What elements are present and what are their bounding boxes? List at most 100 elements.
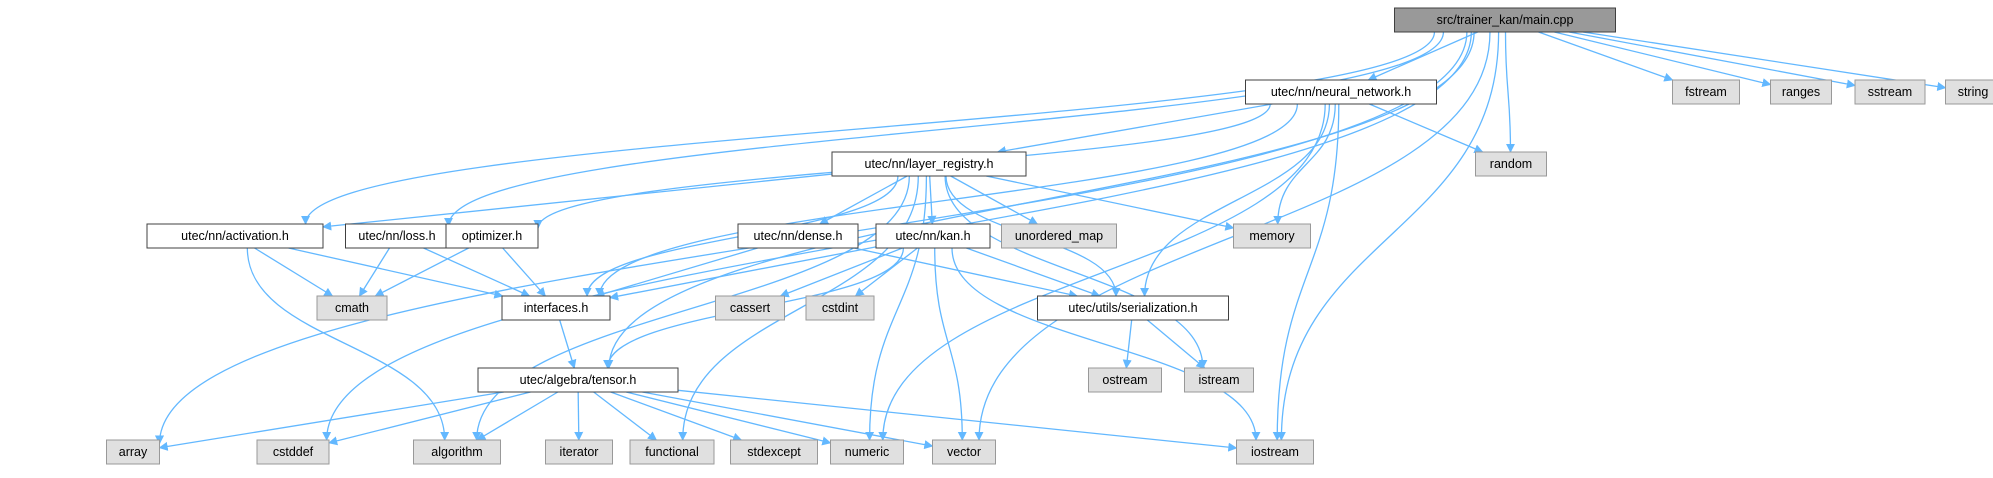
node-label-optimizer: optimizer.h (462, 229, 522, 243)
node-label-kan: utec/nn/kan.h (895, 229, 970, 243)
node-label-ostream: ostream (1102, 373, 1147, 387)
node-optimizer[interactable]: optimizer.h (445, 223, 539, 249)
node-numeric: numeric (830, 439, 904, 465)
nodes-layer: src/trainer_kan/main.cpp utec/nn/neural_n… (106, 7, 1993, 465)
node-label-memory: memory (1249, 229, 1295, 243)
edge-layer_registry-to-numeric (865, 175, 928, 441)
node-main[interactable]: src/trainer_kan/main.cpp (1394, 7, 1616, 33)
node-cstdint: cstdint (805, 295, 875, 321)
node-label-istream: istream (1199, 373, 1240, 387)
edge-main-to-fstream (1538, 31, 1674, 82)
edge-neural_network-to-serialization (1140, 103, 1331, 297)
node-label-unordered_map: unordered_map (1015, 229, 1103, 243)
node-box-optimizer (445, 223, 539, 249)
node-label-main: src/trainer_kan/main.cpp (1437, 13, 1574, 27)
node-label-functional: functional (645, 445, 699, 459)
node-box-main (1394, 7, 1616, 33)
node-dense[interactable]: utec/nn/dense.h (737, 223, 859, 249)
edge-main-to-ranges (1554, 31, 1772, 88)
node-iterator: iterator (545, 439, 613, 465)
edge-activation-to-interfaces (288, 247, 504, 299)
node-unordered_map: unordered_map (1001, 223, 1117, 249)
edge-main-to-random (1504, 31, 1516, 153)
node-box-numeric (830, 439, 904, 465)
node-neural_network[interactable]: utec/nn/neural_network.h (1245, 79, 1437, 105)
node-label-tensor: utec/algebra/tensor.h (520, 373, 637, 387)
node-layer_registry[interactable]: utec/nn/layer_registry.h (831, 151, 1027, 177)
edge-tensor-to-numeric (626, 391, 832, 446)
edge-neural_network-to-memory (1273, 103, 1336, 225)
edge-tensor-to-cstddef (328, 391, 531, 446)
node-label-string: string (1958, 85, 1989, 99)
edge-kan-to-iostream (951, 247, 1261, 441)
edge-loss-to-cmath (358, 247, 391, 297)
edge-layer_registry-to-activation (322, 173, 833, 231)
node-loss[interactable]: utec/nn/loss.h (345, 223, 449, 249)
node-label-vector: vector (947, 445, 981, 459)
node-label-layer_registry: utec/nn/layer_registry.h (865, 157, 994, 171)
node-box-vector (932, 439, 996, 465)
node-label-random: random (1490, 157, 1532, 171)
node-label-loss: utec/nn/loss.h (358, 229, 435, 243)
node-box-stdexcept (730, 439, 818, 465)
node-ostream: ostream (1088, 367, 1162, 393)
node-label-numeric: numeric (845, 445, 889, 459)
node-label-sstream: sstream (1868, 85, 1912, 99)
node-serialization[interactable]: utec/utils/serialization.h (1037, 295, 1229, 321)
node-label-interfaces: interfaces.h (524, 301, 589, 315)
node-tensor[interactable]: utec/algebra/tensor.h (477, 367, 679, 393)
edge-neural_network-to-interfaces (595, 103, 1299, 297)
edge-main-to-sstream (1569, 31, 1856, 89)
node-box-algorithm (413, 439, 501, 465)
node-label-cassert: cassert (730, 301, 771, 315)
edge-tensor-to-iostream (677, 389, 1238, 452)
edge-tensor-to-vector (642, 391, 934, 450)
node-box-layer_registry (831, 151, 1027, 177)
node-kan[interactable]: utec/nn/kan.h (875, 223, 991, 249)
node-box-dense (737, 223, 859, 249)
node-box-neural_network (1245, 79, 1437, 105)
node-box-interfaces (501, 295, 611, 321)
node-vector: vector (932, 439, 996, 465)
edge-kan-to-interfaces (609, 246, 877, 301)
edge-kan-to-vector (934, 247, 967, 441)
node-label-stdexcept: stdexcept (747, 445, 801, 459)
node-interfaces[interactable]: interfaces.h (501, 295, 611, 321)
node-cassert: cassert (715, 295, 785, 321)
edge-layer_registry-to-memory (986, 175, 1235, 231)
node-algorithm: algorithm (413, 439, 501, 465)
node-istream: istream (1184, 367, 1254, 393)
edge-optimizer-to-cmath (374, 247, 469, 297)
edge-optimizer-to-interfaces (502, 247, 546, 297)
node-cstddef: cstddef (256, 439, 330, 465)
edge-layer_registry-to-unordered_map (950, 175, 1039, 225)
node-string: string (1945, 79, 1993, 105)
edge-dense-to-interfaces (595, 247, 758, 299)
node-box-fstream (1672, 79, 1740, 105)
node-activation[interactable]: utec/nn/activation.h (146, 223, 324, 249)
node-label-array: array (119, 445, 148, 459)
node-box-loss (345, 223, 449, 249)
node-label-cstddef: cstddef (273, 445, 314, 459)
edge-kan-to-serialization (966, 247, 1101, 298)
node-box-random (1475, 151, 1547, 177)
edge-tensor-to-algorithm (476, 391, 559, 441)
node-box-kan (875, 223, 991, 249)
edge-tensor-to-iterator (574, 391, 584, 441)
edge-kan-to-cassert (779, 247, 903, 298)
edge-tensor-to-functional (593, 391, 658, 441)
edge-main-to-iostream (1276, 31, 1500, 441)
node-box-array (106, 439, 160, 465)
node-box-iterator (545, 439, 613, 465)
node-box-cassert (715, 295, 785, 321)
node-box-string (1945, 79, 1993, 105)
node-box-tensor (477, 367, 679, 393)
edge-neural_network-to-iostream (1272, 103, 1340, 441)
edge-layer_registry-to-kan (927, 175, 937, 225)
node-label-ranges: ranges (1782, 85, 1820, 99)
node-box-istream (1184, 367, 1254, 393)
node-box-cstdint (805, 295, 875, 321)
edge-serialization-to-ostream (1122, 319, 1133, 369)
node-label-fstream: fstream (1685, 85, 1727, 99)
edge-main-to-string (1582, 31, 1947, 92)
